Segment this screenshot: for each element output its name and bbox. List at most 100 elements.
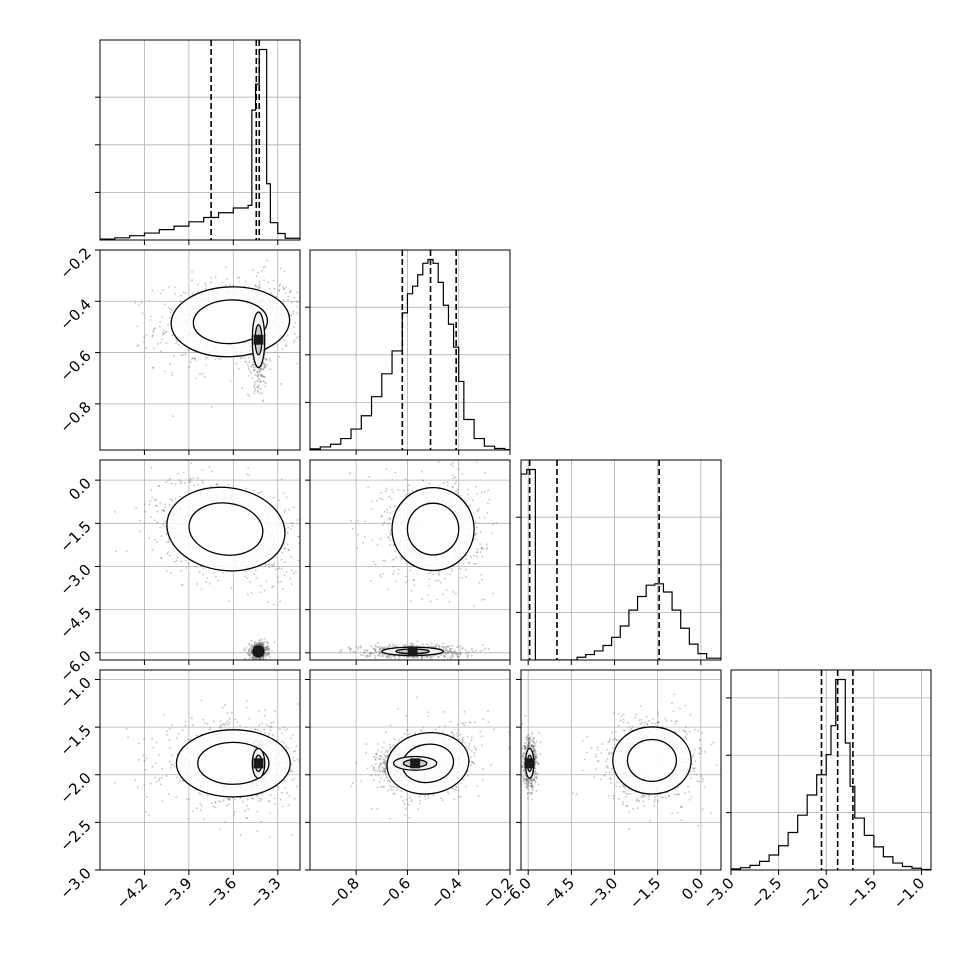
- scatter-point: [315, 519, 317, 521]
- scatter-point: [241, 800, 244, 803]
- scatter-point: [260, 643, 263, 646]
- scatter-point: [201, 479, 204, 482]
- scatter-point: [267, 650, 270, 653]
- scatter-point: [460, 576, 463, 579]
- scatter-point: [250, 651, 253, 653]
- scatter-point: [228, 717, 231, 720]
- scatter-point: [248, 642, 251, 645]
- scatter-point: [446, 484, 449, 487]
- scatter-point: [259, 644, 262, 647]
- scatter-point: [245, 700, 248, 702]
- scatter-point: [177, 472, 180, 475]
- x-tick-label: −2.5: [747, 874, 785, 912]
- scatter-point: [301, 302, 303, 304]
- scatter-point: [247, 368, 250, 370]
- scatter-point: [257, 643, 260, 646]
- scatter-point: [263, 365, 266, 368]
- scatter-point: [262, 657, 265, 660]
- scatter-point: [249, 647, 251, 650]
- scatter-point: [258, 368, 261, 371]
- scatter-point: [256, 391, 259, 393]
- scatter-point: [483, 516, 486, 519]
- scatter-point: [291, 734, 294, 736]
- scatter-point: [204, 282, 206, 285]
- scatter-point: [289, 289, 292, 292]
- scatter-point: [165, 570, 168, 572]
- scatter-point: [305, 786, 307, 788]
- y-tick-label: −3.0: [56, 561, 94, 599]
- scatter-point: [256, 656, 258, 659]
- joint-panel: [305, 443, 511, 665]
- scatter-point: [248, 356, 250, 359]
- scatter-point: [193, 484, 196, 487]
- scatter-point: [153, 776, 156, 779]
- scatter-point: [265, 382, 267, 384]
- scatter-point: [311, 327, 313, 329]
- scatter-point: [223, 797, 225, 800]
- scatter-point: [191, 271, 193, 273]
- scatter-point: [278, 567, 281, 570]
- scatter-point: [250, 643, 253, 646]
- scatter-point: [473, 604, 475, 607]
- scatter-point: [194, 565, 197, 568]
- scatter-point: [292, 341, 295, 344]
- scatter-point: [205, 581, 207, 583]
- scatter-point: [379, 537, 382, 540]
- y-tick-label: −4.5: [56, 604, 94, 642]
- scatter-point: [255, 641, 258, 644]
- scatter-point: [261, 643, 264, 646]
- scatter-point: [266, 647, 268, 650]
- scatter-point: [257, 287, 260, 290]
- scatter-point: [151, 289, 154, 292]
- scatter-point: [257, 800, 259, 802]
- histogram-step: [521, 468, 721, 660]
- scatter-point: [268, 648, 271, 651]
- scatter-point: [264, 564, 267, 566]
- scatter-point: [189, 479, 192, 482]
- scatter-point: [249, 354, 252, 357]
- scatter-point: [258, 370, 261, 373]
- scatter-point: [440, 581, 442, 584]
- scatter-point: [270, 725, 273, 728]
- scatter-point: [161, 509, 164, 512]
- scatter-point: [408, 565, 411, 568]
- scatter-point: [391, 488, 393, 491]
- scatter-point: [171, 723, 174, 726]
- scatter-point: [267, 648, 270, 651]
- scatter-point: [240, 387, 243, 390]
- scatter-point: [397, 568, 400, 571]
- scatter-point: [292, 310, 295, 312]
- scatter-point: [166, 730, 169, 733]
- scatter-point: [263, 731, 266, 734]
- scatter-point: [465, 558, 468, 561]
- scatter-point: [229, 798, 231, 801]
- scatter-point: [450, 463, 452, 466]
- scatter-point: [284, 547, 287, 550]
- scatter-point: [452, 461, 454, 464]
- scatter-point: [160, 556, 162, 559]
- scatter-point: [421, 470, 424, 473]
- scatter-point: [302, 330, 304, 332]
- scatter-point: [260, 644, 263, 647]
- scatter-point: [274, 568, 277, 571]
- scatter-point: [409, 569, 412, 572]
- scatter-point: [290, 555, 293, 558]
- scatter-point: [152, 331, 155, 333]
- scatter-point: [283, 741, 285, 744]
- scatter-point: [248, 718, 250, 720]
- scatter-point: [239, 357, 242, 359]
- scatter-point: [295, 336, 298, 339]
- scatter-point: [219, 724, 222, 727]
- scatter-point: [283, 542, 286, 545]
- scatter-point: [168, 503, 171, 506]
- scatter-point: [218, 726, 221, 729]
- scatter-point: [150, 516, 152, 518]
- scatter-point: [245, 487, 248, 490]
- scatter-point: [168, 316, 171, 319]
- scatter-point: [476, 509, 479, 512]
- scatter-point: [486, 511, 489, 514]
- scatter-point: [261, 375, 264, 377]
- scatter-point: [253, 384, 256, 387]
- scatter-point: [486, 548, 488, 550]
- scatter-point: [451, 443, 453, 445]
